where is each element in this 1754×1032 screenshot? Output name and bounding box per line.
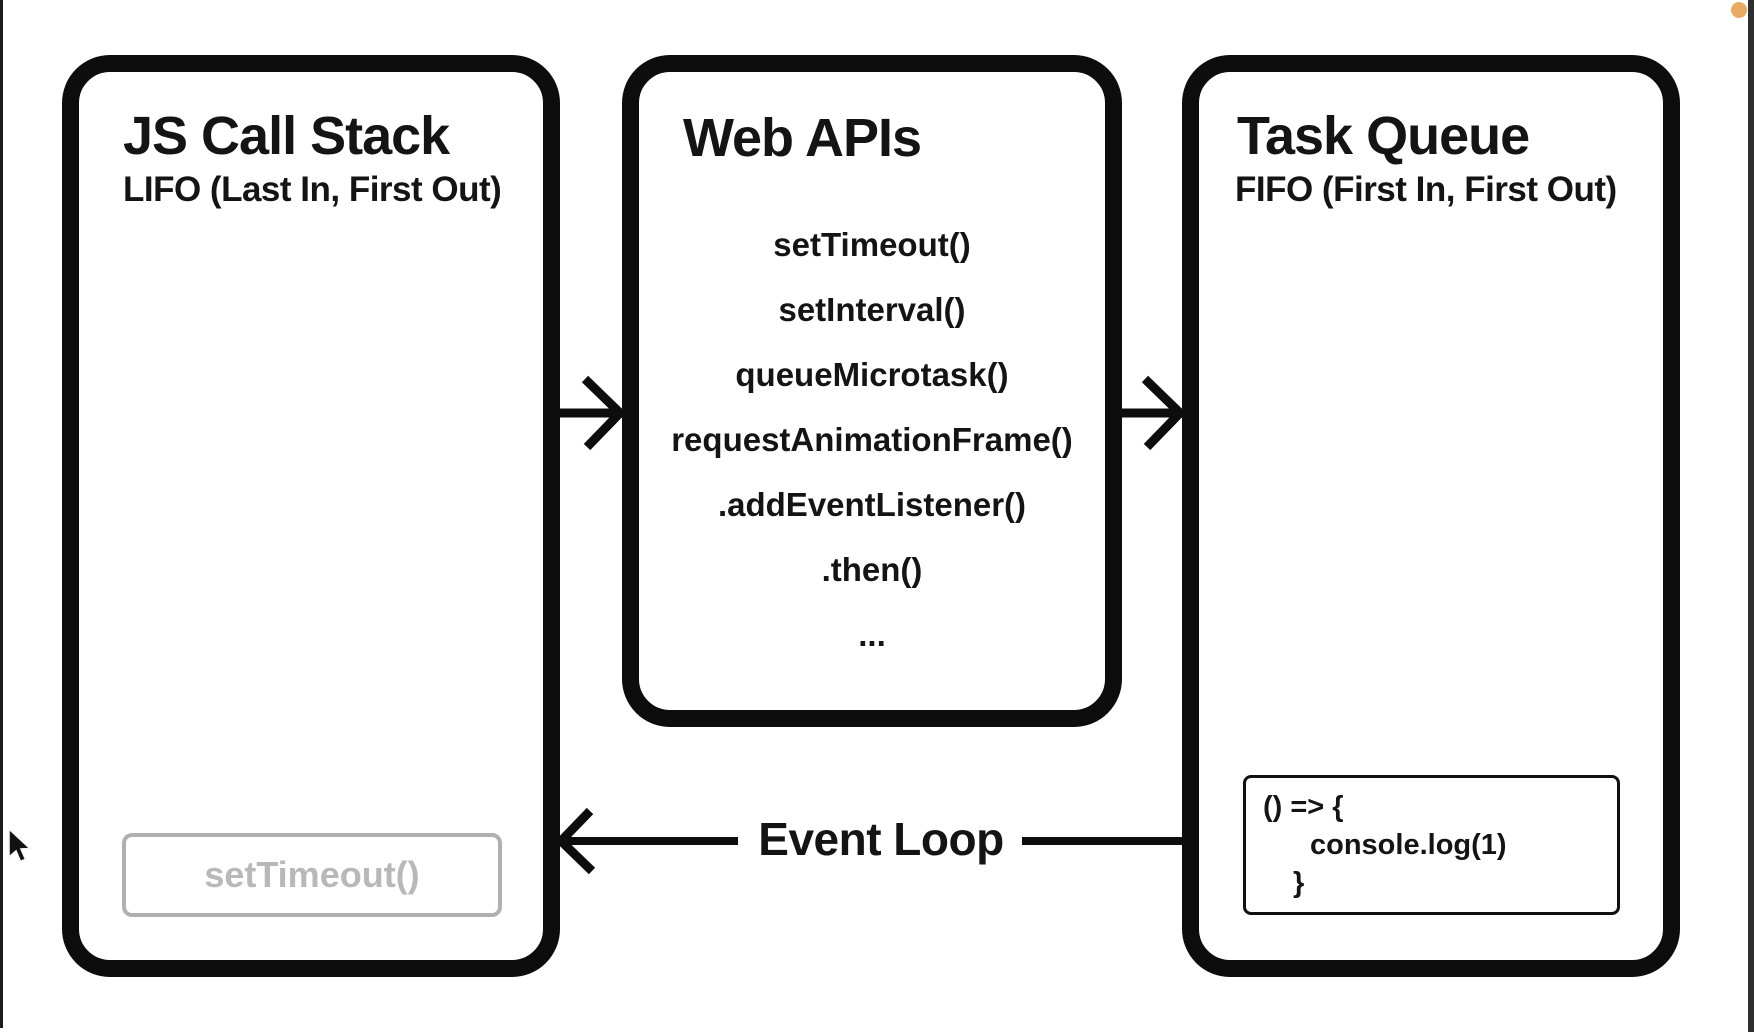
task-queue-title: Task Queue (1237, 106, 1530, 166)
stack-to-webapis-arrow-icon (552, 375, 627, 451)
api-item-addeventlistener: .addEventListener() (717, 486, 1027, 523)
js-call-stack-subtitle: LIFO (Last In, First Out) (123, 170, 502, 209)
api-item-then: .then() (821, 551, 923, 588)
task-queue-box: Task Queue FIFO (First In, First Out) ()… (1182, 55, 1680, 977)
stack-frame-label: setTimeout() (204, 854, 420, 895)
web-apis-box: Web APIs setTimeout() setInterval() queu… (622, 55, 1122, 727)
event-loop-label: Event Loop (758, 813, 1004, 865)
stack-frame-settimeout: setTimeout() (122, 833, 502, 917)
queued-task-code-box: () => { console.log(1) } (1243, 775, 1620, 915)
right-edge-line (1748, 0, 1754, 1032)
task-queue-subtitle: FIFO (First In, First Out) (1235, 170, 1617, 209)
web-apis-title: Web APIs (683, 108, 922, 168)
webapis-to-taskqueue-arrow-icon (1112, 375, 1187, 451)
code-line-console-log: console.log(1) (1310, 829, 1507, 861)
recording-indicator-dot (1731, 2, 1747, 18)
mouse-cursor-icon (8, 828, 32, 863)
left-edge-line (0, 0, 3, 1028)
event-loop-line-right (1022, 837, 1185, 845)
web-apis-list: setTimeout() setInterval() queueMicrotas… (639, 225, 1105, 655)
api-item-requestanimationframe: requestAnimationFrame() (671, 421, 1073, 458)
api-item-settimeout: setTimeout() (773, 226, 971, 263)
js-call-stack-title: JS Call Stack (123, 106, 450, 166)
api-item-queuemicrotask: queueMicrotask() (735, 356, 1009, 393)
api-item-setinterval: setInterval() (778, 291, 966, 328)
code-line-closing-brace: } (1293, 867, 1305, 899)
api-item-ellipsis: ... (858, 616, 886, 653)
js-call-stack-box: JS Call Stack LIFO (Last In, First Out) … (62, 55, 560, 977)
event-loop-arrow-icon (556, 807, 738, 875)
code-line-arrow-fn: () => { (1263, 791, 1344, 823)
